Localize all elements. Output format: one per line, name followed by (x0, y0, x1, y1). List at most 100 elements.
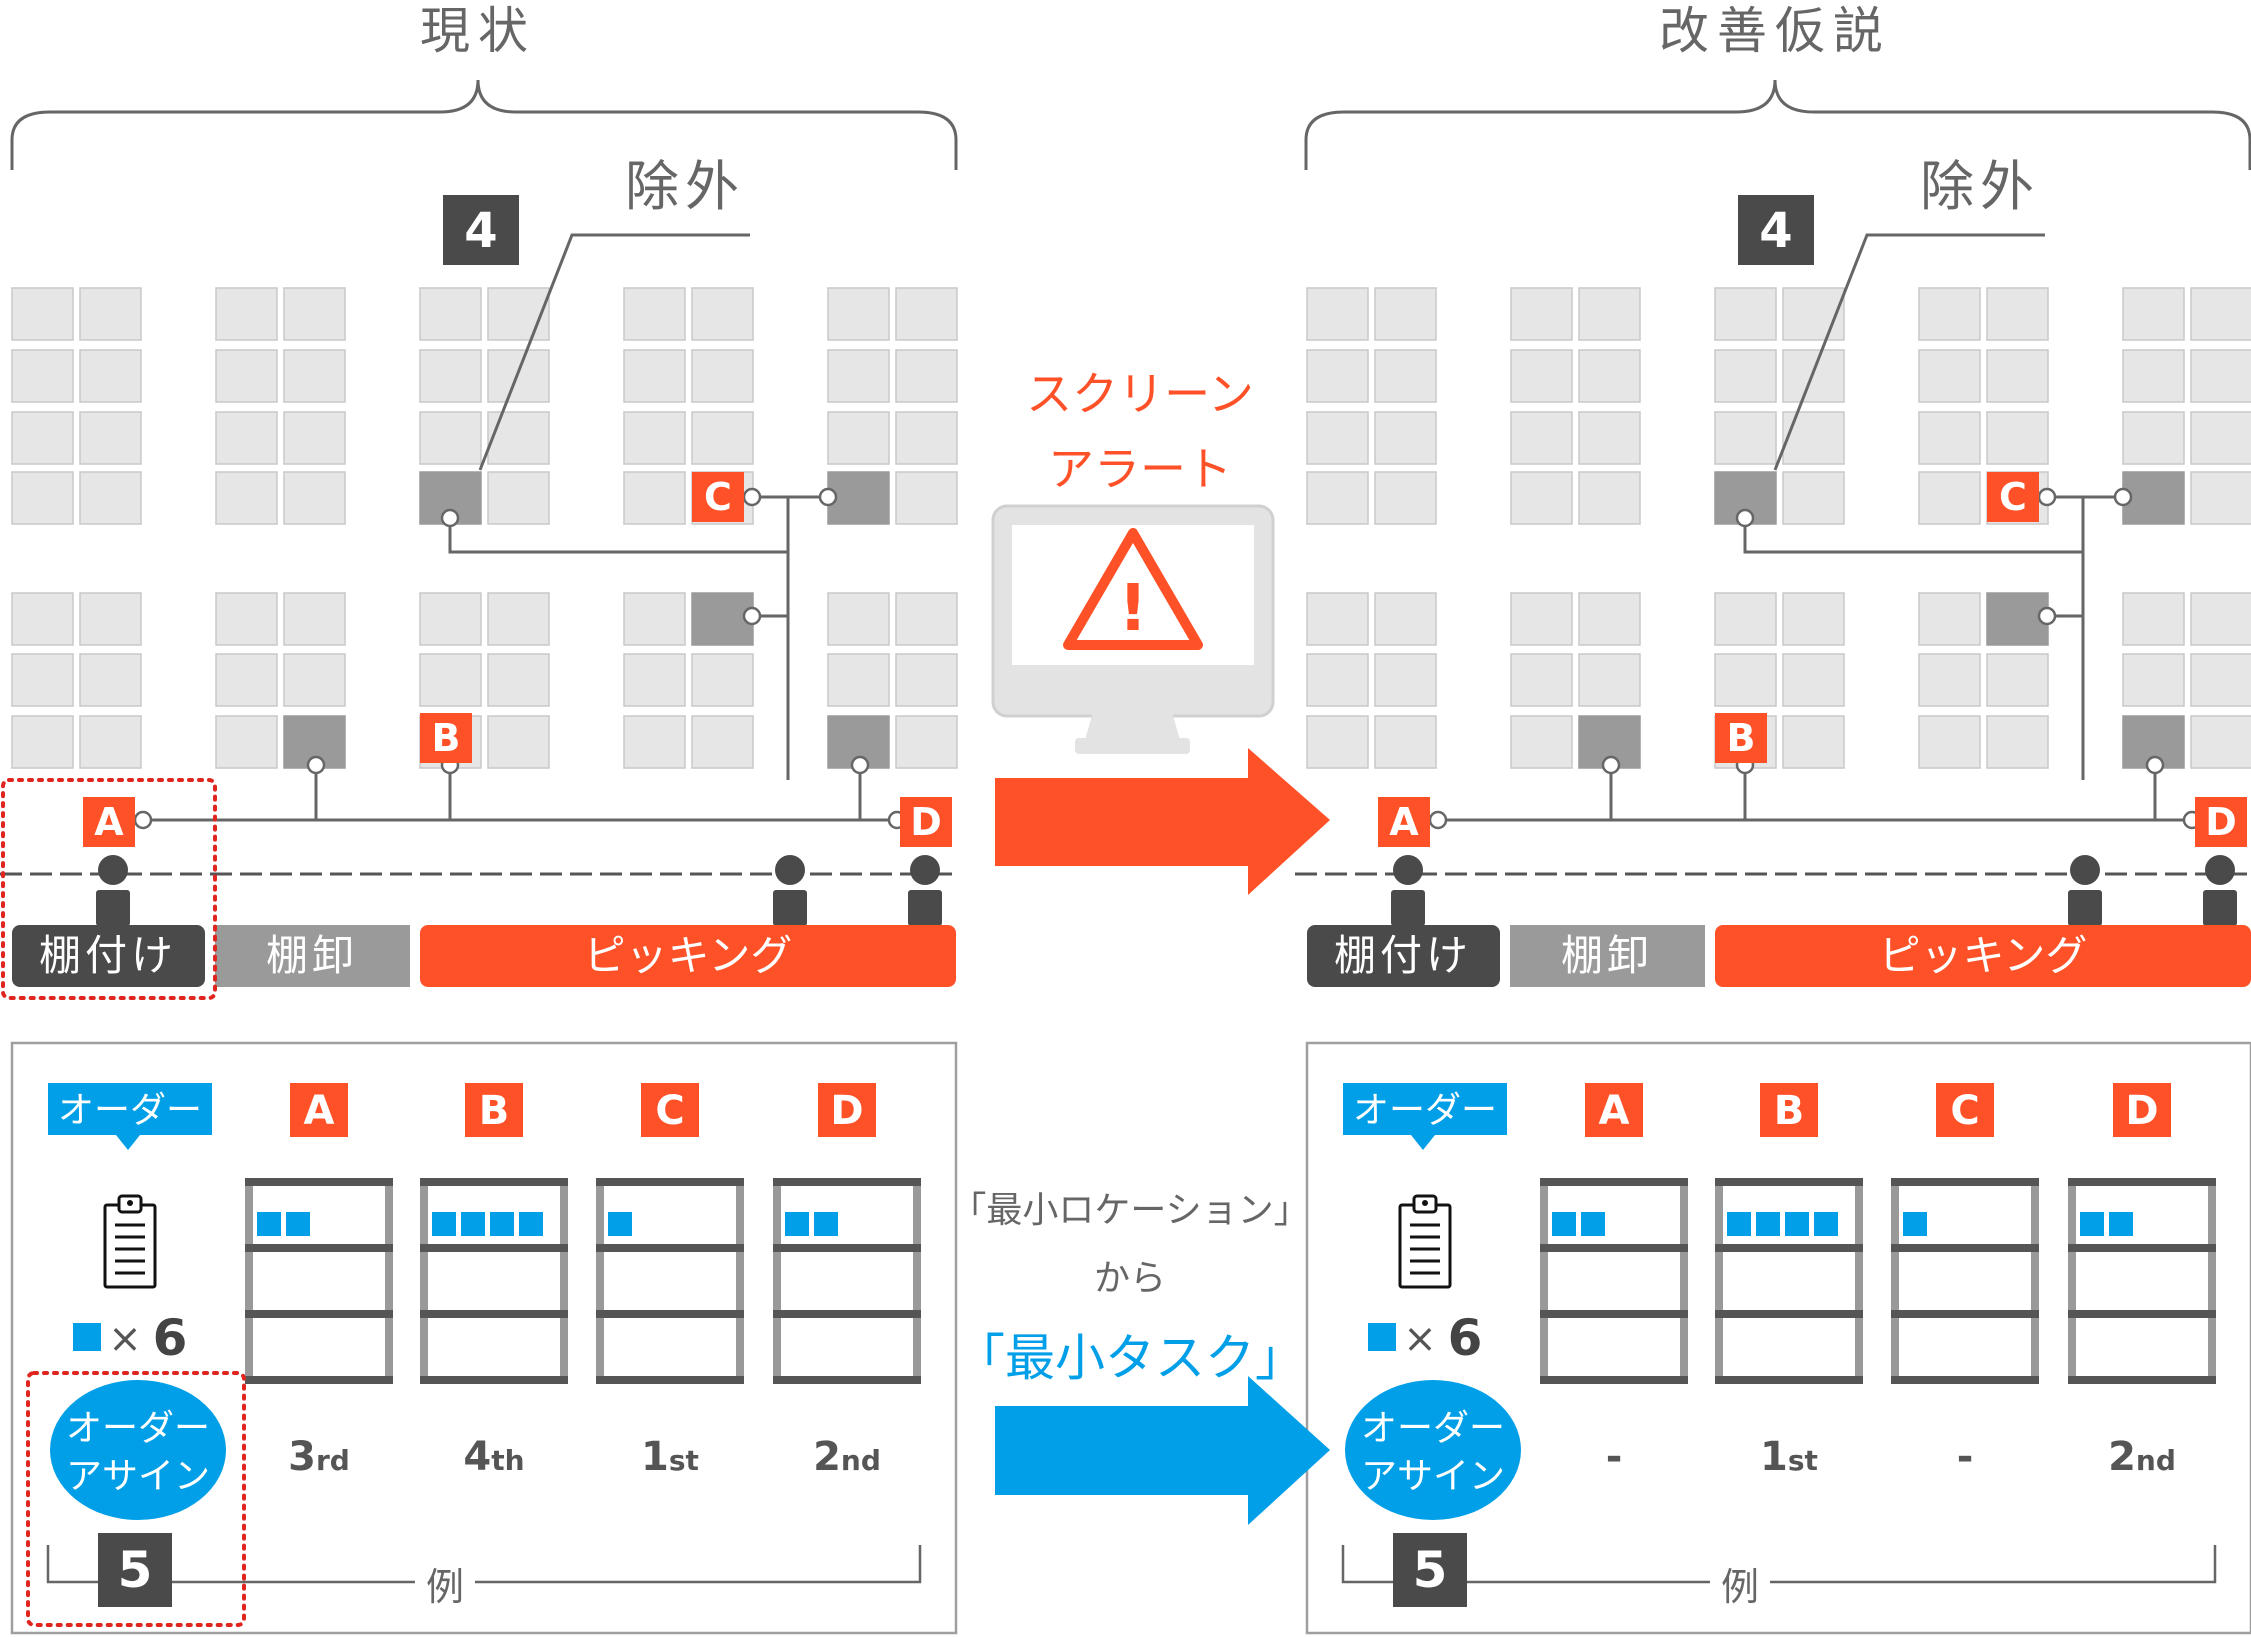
route-node (1601, 755, 1621, 775)
title-improved: 改善仮説 (1659, 2, 1891, 60)
shelf-badge-c (1936, 1083, 1994, 1137)
rank-suffix: rd (316, 1444, 350, 1477)
rack-cell (2190, 411, 2251, 465)
location-badge-b (420, 713, 472, 763)
rack-column (827, 287, 958, 769)
rack-cell (215, 287, 278, 341)
rack-cell (2190, 592, 2251, 646)
process-putaway (1307, 925, 1500, 987)
route-node (742, 487, 762, 507)
rack-column (1306, 287, 1437, 769)
rack-cell (895, 287, 958, 341)
rack-cell (1782, 287, 1845, 341)
rack-cell (623, 715, 686, 769)
exclusion-label: 除外 (625, 155, 745, 218)
rack-cell (1986, 411, 2049, 465)
process-inventory (215, 925, 410, 987)
rack-cell (691, 411, 754, 465)
shelf-upright (2031, 1178, 2039, 1383)
shelf-board (2068, 1310, 2216, 1318)
example-label-bg (415, 1562, 475, 1602)
highlight-order-assign (26, 1371, 246, 1627)
rack-cell (1714, 349, 1777, 403)
rack-cell (691, 715, 754, 769)
rack-cell (1714, 287, 1777, 341)
rack-cell (827, 592, 890, 646)
process-putaway-label: 棚付け (39, 931, 177, 980)
rack-cell (487, 471, 550, 525)
rack-cell (1782, 411, 1845, 465)
rack-cell (2190, 287, 2251, 341)
shelf-item (257, 1212, 281, 1236)
rack-cell (827, 653, 890, 707)
item-square-icon (73, 1323, 101, 1351)
rack-cell (2122, 287, 2185, 341)
rack-cell (2122, 411, 2185, 465)
rack-cell (11, 592, 74, 646)
shelf-badge-label-b: B (1774, 1088, 1805, 1134)
route-node (1735, 508, 1755, 528)
shelf-board (420, 1376, 568, 1384)
shelf-badge-a (1585, 1083, 1643, 1137)
rack-cell (11, 287, 74, 341)
exclusion-number: 4 (464, 203, 497, 259)
rack-cell (283, 349, 346, 403)
shelf-upright (420, 1178, 428, 1383)
rack-cell (419, 349, 482, 403)
rack-column (1714, 287, 1845, 769)
location-badge-c (692, 472, 744, 522)
shelf-badge-c (641, 1083, 699, 1137)
rack-column (1510, 287, 1641, 769)
location-badge-b (1715, 713, 1767, 763)
rack-cell (1510, 287, 1573, 341)
rack-cell (283, 471, 346, 525)
rack-cell (1306, 653, 1369, 707)
rack-cell (283, 411, 346, 465)
shelf-upright (245, 1178, 253, 1383)
rack-cell (419, 287, 482, 341)
route-line (1773, 233, 2045, 471)
rack-cell (1306, 411, 1369, 465)
rank-suffix: nd (2136, 1444, 2176, 1477)
rack-cell (11, 471, 74, 525)
order-label: オーダー (58, 1090, 202, 1131)
transition-arrow-red (995, 748, 1330, 895)
person-icon (2203, 855, 2237, 926)
rack-cell (1374, 653, 1437, 707)
rack-cell (1510, 653, 1573, 707)
shelf-board (596, 1244, 744, 1252)
monitor-icon: ! (991, 504, 1275, 754)
step-number: 5 (118, 1541, 153, 1599)
process-inventory (1510, 925, 1705, 987)
shelf-board (245, 1244, 393, 1252)
shelf-board (1540, 1244, 1688, 1252)
shelf-board (1891, 1178, 2039, 1186)
shelf-upright (2208, 1178, 2216, 1383)
warehouse-improved: ABCD4除外棚付け棚卸ピッキング (1295, 155, 2251, 987)
rack-cell (1782, 653, 1845, 707)
rank-suffix: st (669, 1444, 699, 1477)
rack-cell (1510, 592, 1573, 646)
shelf-board (2068, 1376, 2216, 1384)
rack-cell (79, 471, 142, 525)
process-putaway-label: 棚付け (1334, 931, 1472, 980)
shelf-board (596, 1178, 744, 1186)
rack-cell (487, 653, 550, 707)
shelf-badge-a (290, 1083, 348, 1137)
transition-arrow-blue (995, 1376, 1330, 1525)
quantity-value: 6 (153, 1309, 188, 1367)
rank-d: 2nd (813, 1434, 881, 1480)
exclusion-number-box (443, 195, 519, 265)
order-label-tag (48, 1083, 212, 1150)
rack-cell (1374, 411, 1437, 465)
shelf-upright (1891, 1178, 1899, 1383)
rack-cell (1986, 349, 2049, 403)
rack-cell (487, 715, 550, 769)
rack-cell (1918, 592, 1981, 646)
rack-cell (691, 653, 754, 707)
shelf-badge-d (2113, 1083, 2171, 1137)
rack-cell (1578, 471, 1641, 525)
rack-cell (487, 411, 550, 465)
rack-cell (1986, 715, 2049, 769)
